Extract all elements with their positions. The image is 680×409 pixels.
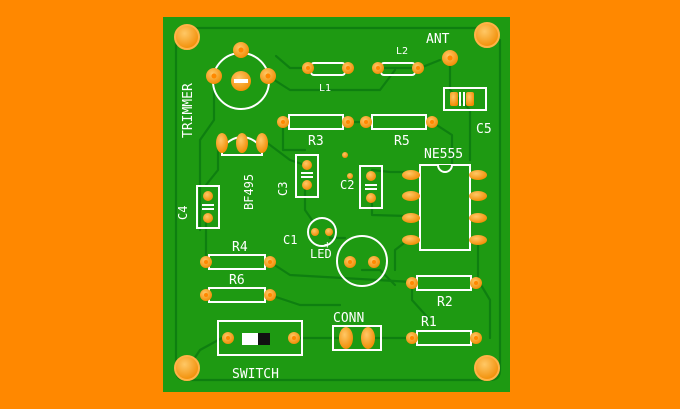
- c3-pad-1: [302, 160, 312, 170]
- label-r5: R5: [394, 134, 410, 149]
- mounting-hole-bottom-right: [474, 355, 500, 381]
- ne555-pin-1: [402, 170, 420, 180]
- label-ant: ANT: [426, 32, 450, 47]
- capacitor-marks: [202, 92, 465, 210]
- label-c1: C1: [283, 233, 297, 247]
- label-switch: SWITCH: [232, 367, 279, 382]
- c4-pad-1: [203, 191, 213, 201]
- label-trimmer: TRIMMER: [181, 83, 196, 138]
- c4-pad-2: [203, 213, 213, 223]
- mounting-hole-top-left: [174, 24, 200, 50]
- ne555-notch: [437, 164, 453, 173]
- c1-outline: [307, 217, 337, 247]
- ne555-pin-8: [469, 170, 487, 180]
- label-conn: CONN: [333, 311, 364, 326]
- c3-outline: [295, 154, 319, 198]
- label-c3: C3: [276, 182, 290, 196]
- ne555-pin-6: [469, 213, 487, 223]
- c2-pad-1: [366, 171, 376, 181]
- c5-pad-2: [466, 92, 474, 106]
- label-r6: R6: [229, 273, 245, 288]
- mounting-hole-top-right: [474, 22, 500, 48]
- c2-pad-2: [366, 193, 376, 203]
- label-r3: R3: [308, 134, 324, 149]
- ne555-pin-4: [402, 235, 420, 245]
- drill-holes: [204, 47, 478, 340]
- component-pads: [200, 42, 487, 349]
- via-2: [347, 173, 353, 179]
- c1-pad-2: [325, 228, 333, 236]
- label-c2: C2: [340, 178, 354, 192]
- via-1: [342, 152, 348, 158]
- mounting-hole-bottom-left: [174, 355, 200, 381]
- transistor-pad-1: [216, 133, 228, 153]
- switch-lever: [242, 333, 258, 345]
- led-outline: [336, 235, 388, 287]
- transistor-pad-3: [256, 133, 268, 153]
- label-r4: R4: [232, 240, 248, 255]
- label-led-plus: +: [324, 238, 331, 251]
- label-c5: C5: [476, 122, 492, 137]
- c3-pad-2: [302, 180, 312, 190]
- label-l2: L2: [396, 46, 408, 57]
- ne555-pin-5: [469, 235, 487, 245]
- conn-pad-2: [361, 327, 375, 349]
- c5-outline: [443, 87, 487, 111]
- label-bf495: BF495: [242, 174, 256, 210]
- c5-pad-1: [450, 92, 458, 106]
- ne555-pin-3: [402, 213, 420, 223]
- c2-outline: [359, 165, 383, 209]
- conn-outline: [332, 325, 382, 351]
- conn-pad-1: [339, 327, 353, 349]
- label-r1: R1: [421, 315, 437, 330]
- trimmer-knob: [231, 71, 251, 91]
- label-r2: R2: [437, 295, 453, 310]
- label-ne555: NE555: [424, 147, 463, 162]
- label-c4: C4: [176, 206, 190, 220]
- mounting-holes: [174, 22, 500, 381]
- label-led: LED: [310, 247, 332, 261]
- switch-slot: [258, 333, 270, 345]
- c1-pad-1: [311, 228, 319, 236]
- switch-outline: [217, 320, 303, 356]
- label-l1: L1: [319, 83, 331, 94]
- ne555-pin-2: [402, 191, 420, 201]
- c4-outline: [196, 185, 220, 229]
- transistor-pad-2: [236, 133, 248, 153]
- ne555-pin-7: [469, 191, 487, 201]
